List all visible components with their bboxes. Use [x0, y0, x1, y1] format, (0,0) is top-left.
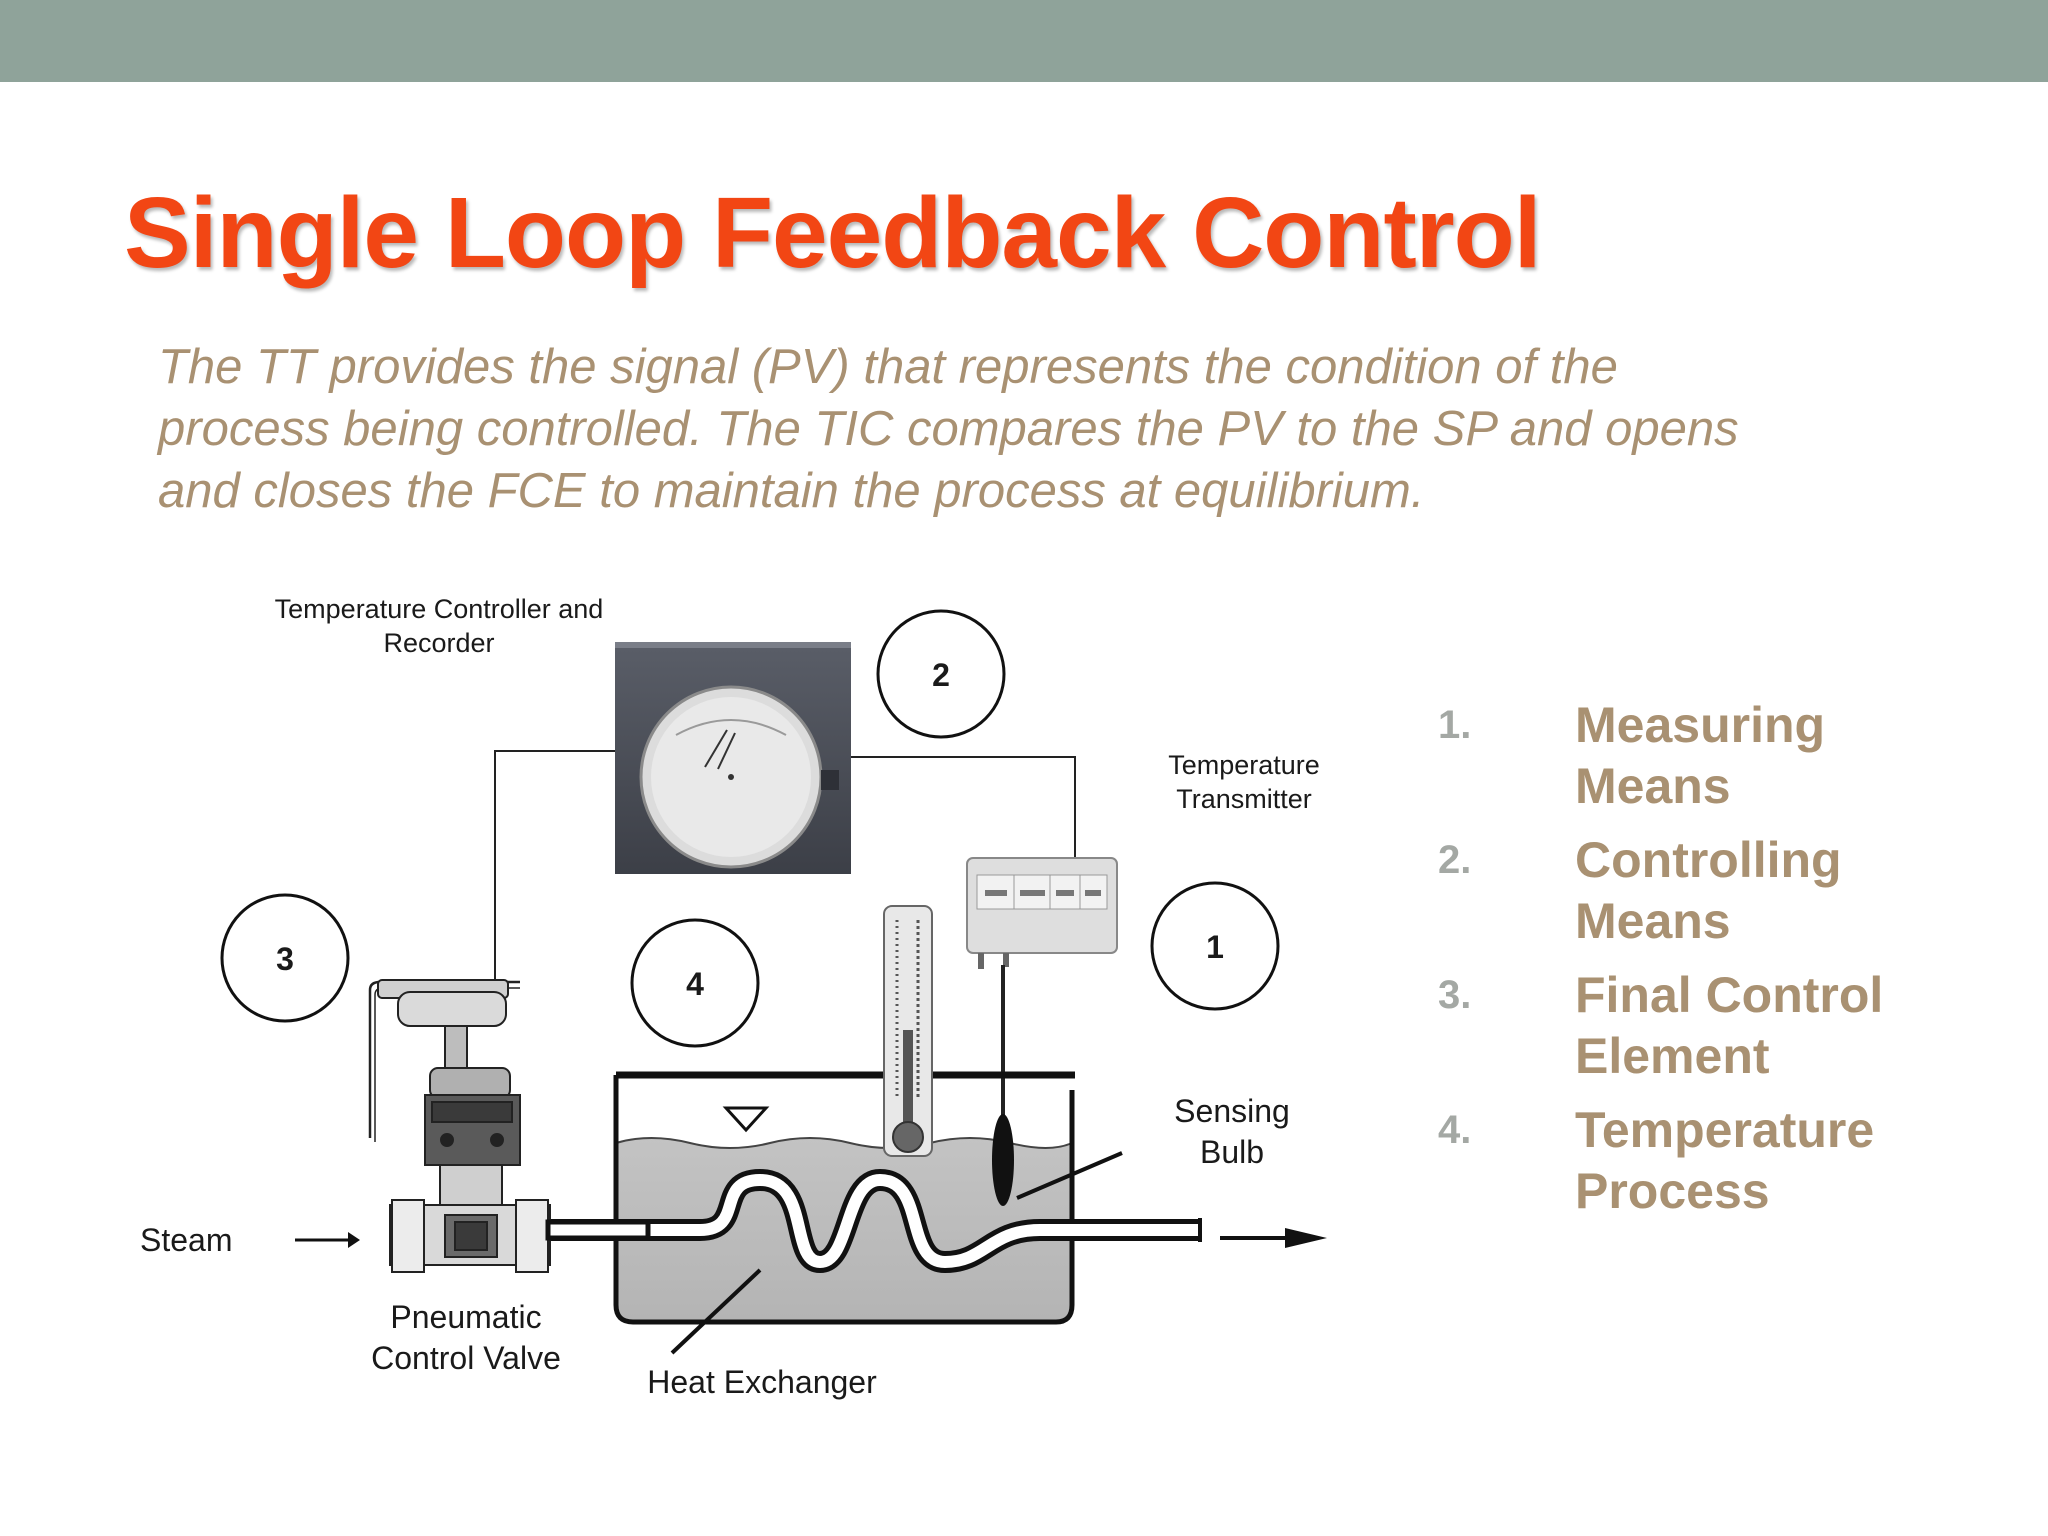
temperature-controller-recorder [615, 642, 851, 874]
list-label-line: Element [1575, 1028, 1770, 1084]
arrow-icon [295, 1232, 360, 1248]
svg-text:1: 1 [1206, 929, 1224, 965]
controller-label: Recorder [383, 628, 494, 658]
thermometer [883, 905, 933, 1157]
subtitle-line: The TT provides the signal (PV) that rep… [158, 340, 1618, 394]
list-item: 3. Final Control Element [1438, 965, 2038, 1100]
svg-text:4: 4 [686, 966, 704, 1002]
component-list: 1. Measuring Means 2. Controlling Means … [1438, 695, 2038, 1235]
list-label-line: Controlling [1575, 832, 1842, 888]
top-bar [0, 0, 2048, 82]
callout-1: 1 [1150, 881, 1280, 1011]
list-number: 1. [1438, 703, 1472, 747]
list-label-line: Means [1575, 893, 1731, 949]
list-label: Measuring Means [1575, 695, 1825, 817]
callout-2: 2 [876, 609, 1006, 739]
list-number: 2. [1438, 838, 1472, 882]
subtitle-line: process being controlled. The TIC compar… [158, 402, 1739, 456]
list-number: 4. [1438, 1108, 1472, 1152]
feedback-loop-diagram: 1 2 3 4 Temperature Controller and Recor… [140, 594, 1327, 1400]
list-label-line: Process [1575, 1163, 1770, 1219]
pneumatic-control-valve [368, 979, 551, 1273]
list-item: 4. Temperature Process [1438, 1100, 2038, 1235]
list-item: 1. Measuring Means [1438, 695, 2038, 830]
list-label-line: Temperature [1575, 1102, 1875, 1158]
sensing-bulb-label: Bulb [1200, 1134, 1264, 1170]
heat-exchanger-label: Heat Exchanger [647, 1364, 877, 1400]
callout-3: 3 [220, 893, 350, 1023]
valve-label: Pneumatic [390, 1299, 541, 1335]
list-item: 2. Controlling Means [1438, 830, 2038, 965]
svg-text:2: 2 [932, 657, 950, 693]
list-label-line: Final Control [1575, 967, 1884, 1023]
list-label-line: Measuring [1575, 697, 1826, 753]
valve-label: Control Valve [371, 1340, 561, 1376]
sensing-bulb [992, 1114, 1014, 1206]
list-label: Controlling Means [1575, 830, 1842, 952]
signal-lines [494, 750, 1076, 983]
subtitle-line: and closes the FCE to maintain the proce… [158, 464, 1425, 518]
temperature-transmitter [966, 857, 1118, 1130]
arrow-icon [1220, 1228, 1327, 1248]
steam-label: Steam [140, 1222, 232, 1258]
sensing-bulb-label: Sensing [1174, 1093, 1290, 1129]
heat-exchanger-leader [670, 1268, 762, 1355]
list-label: Temperature Process [1575, 1100, 1874, 1222]
transmitter-label: Temperature [1168, 750, 1320, 780]
svg-text:3: 3 [276, 941, 294, 977]
list-number: 3. [1438, 973, 1472, 1017]
list-label-line: Means [1575, 758, 1731, 814]
slide-title: Single Loop Feedback Control [124, 177, 1542, 289]
heat-exchanger-coil [536, 1169, 1202, 1273]
list-label: Final Control Element [1575, 965, 1883, 1087]
slide-subtitle: The TT provides the signal (PV) that rep… [158, 336, 1858, 522]
steam-inlet-pipe [545, 1219, 651, 1241]
controller-label: Temperature Controller and [275, 594, 604, 624]
sensing-bulb-leader [1016, 1151, 1123, 1200]
transmitter-label: Transmitter [1176, 784, 1312, 814]
callout-4: 4 [630, 918, 760, 1048]
